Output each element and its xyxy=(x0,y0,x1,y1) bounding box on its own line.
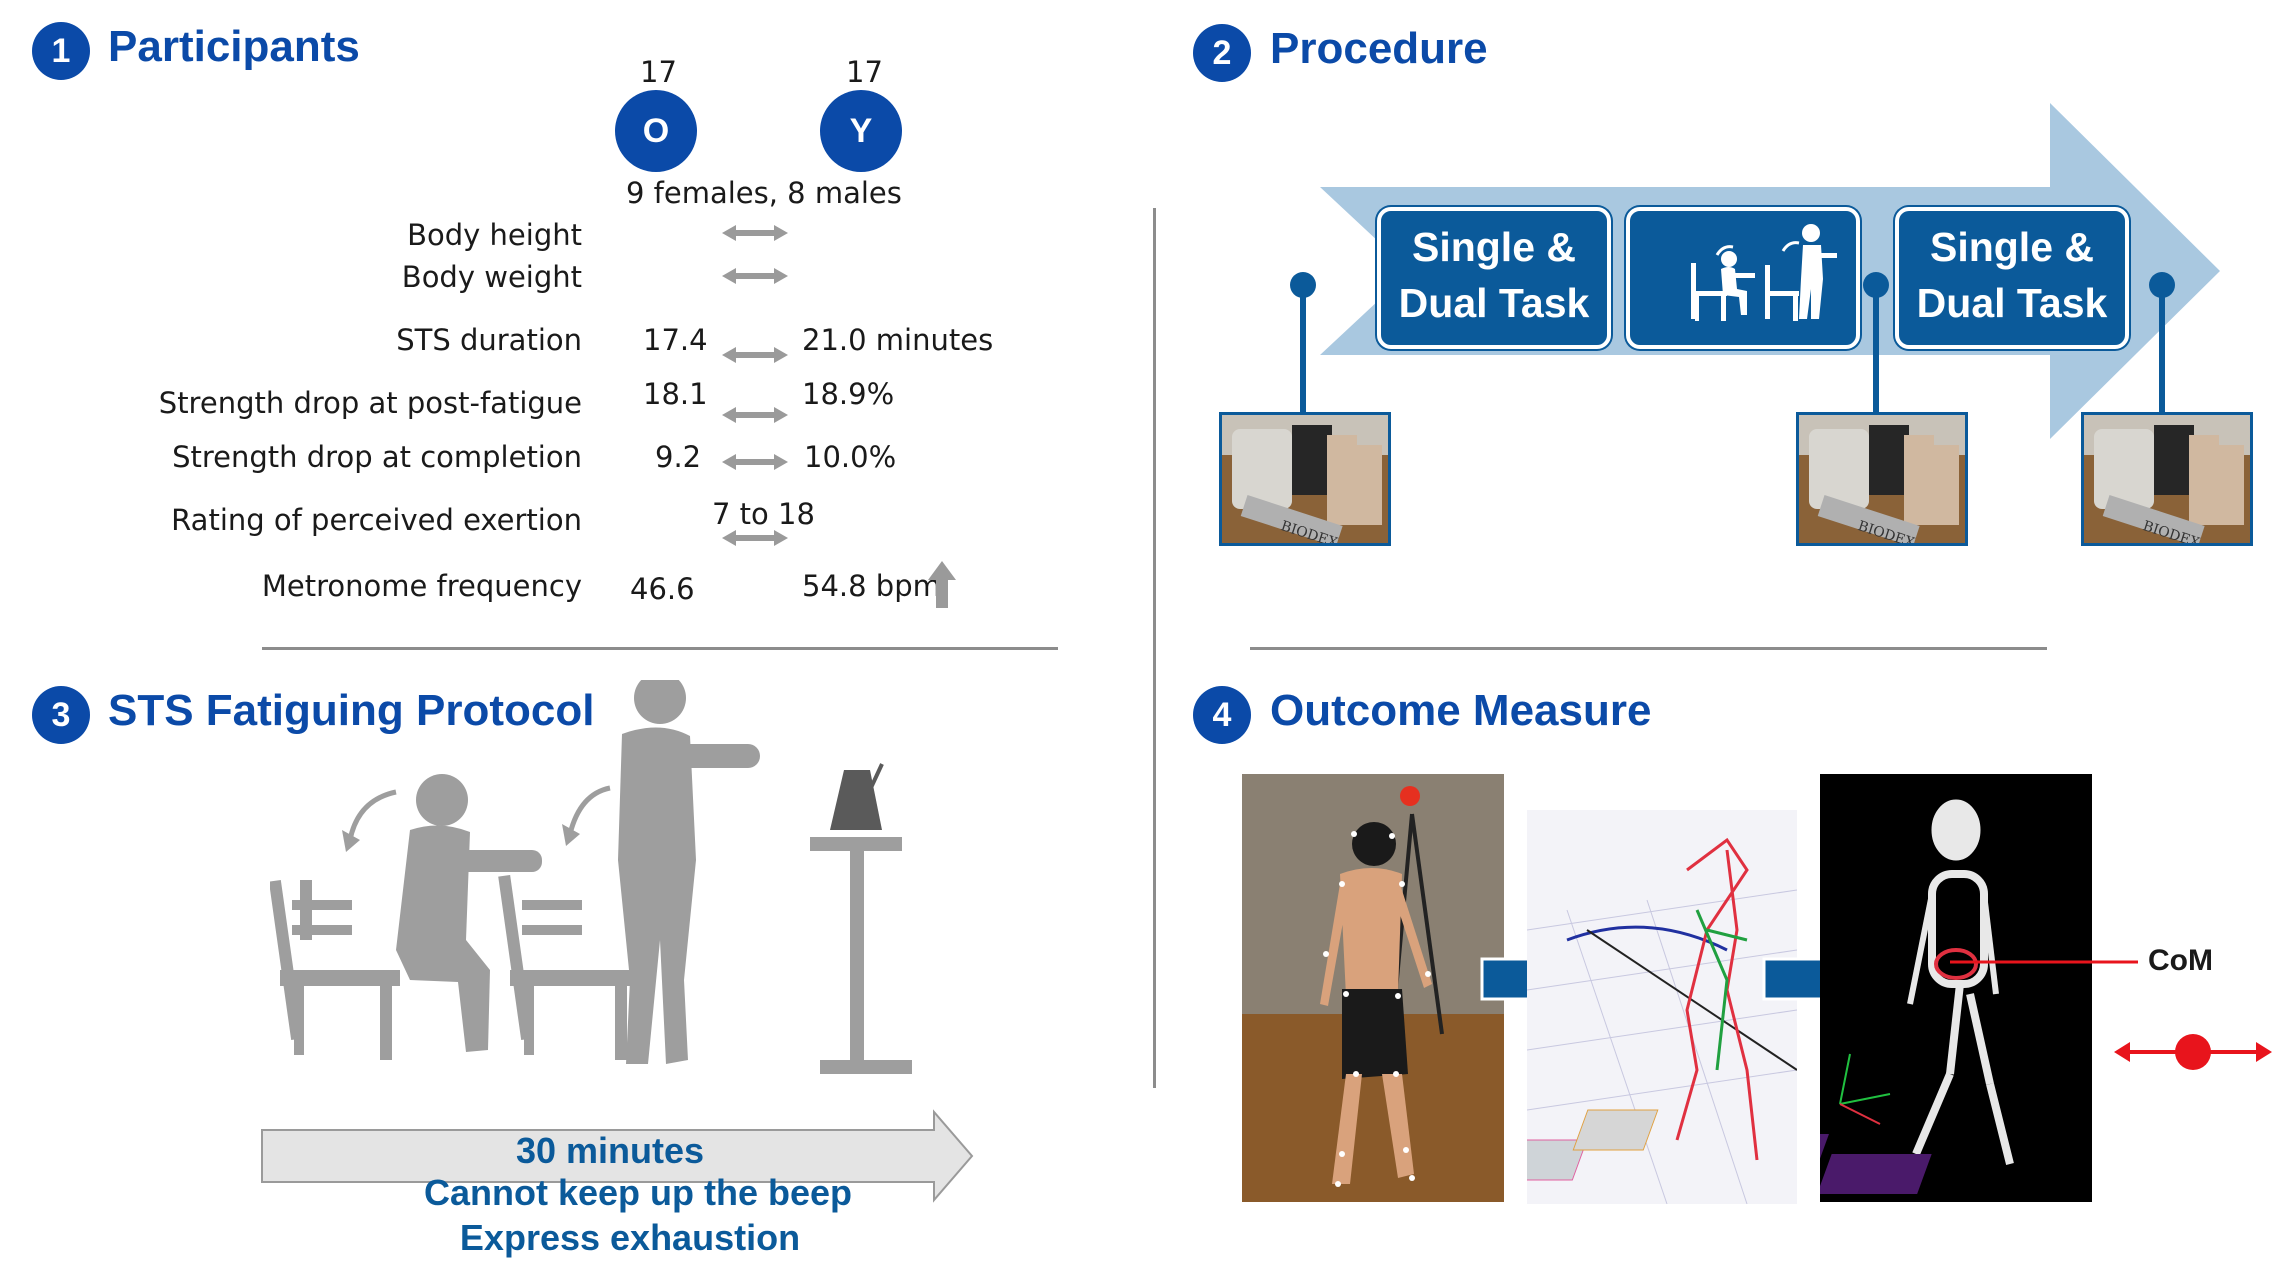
protocol-duration-arrow xyxy=(261,1109,974,1203)
post-task-label: Single &Dual Task xyxy=(1916,224,2108,326)
measure-label-sts-duration: STS duration xyxy=(396,323,582,357)
sts-duration-arrow xyxy=(722,347,788,363)
rpe-arrow xyxy=(722,530,788,546)
measure-label-body-weight: Body weight xyxy=(401,260,582,294)
measure-label-rpe: Rating of perceived exertion xyxy=(171,503,582,537)
metronome-young: 54.8 bpm xyxy=(802,569,941,603)
measure-label-strength-post: Strength drop at post-fatigue xyxy=(158,386,582,420)
strength-completion-arrow xyxy=(722,454,788,470)
divider-left xyxy=(262,647,1058,650)
sts-protocol-box xyxy=(1626,207,1860,349)
strength-post-old: 18.1 xyxy=(643,377,708,411)
measure-label-metronome: Metronome frequency xyxy=(261,569,582,603)
increase-up-arrow xyxy=(928,561,956,608)
body-height-arrow xyxy=(722,225,788,241)
divider-right xyxy=(1250,647,2047,650)
com-label: CoM xyxy=(2148,944,2213,977)
com-dot xyxy=(2175,1034,2211,1070)
young-group-circle: Y xyxy=(820,90,902,172)
com-annotation xyxy=(1950,960,2272,1070)
section-2-badge: 2 xyxy=(1193,24,1251,82)
sts-duration-old: 17.4 xyxy=(643,323,708,357)
section-4-badge: 4 xyxy=(1193,686,1251,744)
strength-completion-young: 10.0% xyxy=(804,440,897,474)
measure-label-strength-completion: Strength drop at completion xyxy=(172,440,582,474)
procedure-title: Procedure xyxy=(1270,24,1488,73)
protocol-criterion-1: Cannot keep up the beep xyxy=(423,1172,853,1213)
pre-task-label: Single &Dual Task xyxy=(1398,224,1590,326)
biodex-photo-post: BIODEX xyxy=(2081,412,2253,546)
section-1-badge: 1 xyxy=(32,22,90,80)
biodex-photo-pre: BIODEX xyxy=(1219,412,1391,546)
com-marker xyxy=(1934,948,1978,980)
walking-subject-photo xyxy=(1242,774,1504,1202)
sex-distribution: 9 females, 8 males xyxy=(626,176,902,210)
metronome-old: 46.6 xyxy=(630,572,695,606)
measure-label-body-height: Body height xyxy=(407,218,582,252)
marker-model-view xyxy=(1491,810,1798,1205)
body-weight-arrow xyxy=(722,268,788,284)
old-count: 17 xyxy=(640,55,677,89)
center-divider xyxy=(1153,208,1156,1088)
rpe-range: 7 to 18 xyxy=(712,497,815,531)
protocol-criterion-2: Express exhaustion xyxy=(459,1217,801,1258)
participants-title: Participants xyxy=(108,22,360,71)
protocol-duration-text: 30 minutes xyxy=(515,1130,705,1171)
timeline-pins xyxy=(1290,272,2175,420)
old-group-circle: O xyxy=(615,90,697,172)
post-single-dual-task-box: Single &Dual Task xyxy=(1895,207,2129,349)
pre-single-dual-task-box: Single &Dual Task xyxy=(1377,207,1611,349)
sit-to-stand-icon xyxy=(1691,224,1837,321)
skeleton-model-view xyxy=(1714,774,2092,1202)
section-3-badge: 3 xyxy=(32,686,90,744)
biodex-photo-mid: BIODEX xyxy=(1796,412,1968,546)
strength-post-arrow xyxy=(722,407,788,423)
comparison-arrows xyxy=(722,225,956,608)
strength-post-young: 18.9% xyxy=(802,377,895,411)
sts-protocol-title: STS Fatiguing Protocol xyxy=(108,686,595,735)
young-count: 17 xyxy=(846,55,883,89)
outcome-title: Outcome Measure xyxy=(1270,686,1652,735)
sit-to-stand-illustration xyxy=(270,680,912,1074)
sts-duration-young: 21.0 minutes xyxy=(802,323,994,357)
strength-completion-old: 9.2 xyxy=(655,440,702,474)
